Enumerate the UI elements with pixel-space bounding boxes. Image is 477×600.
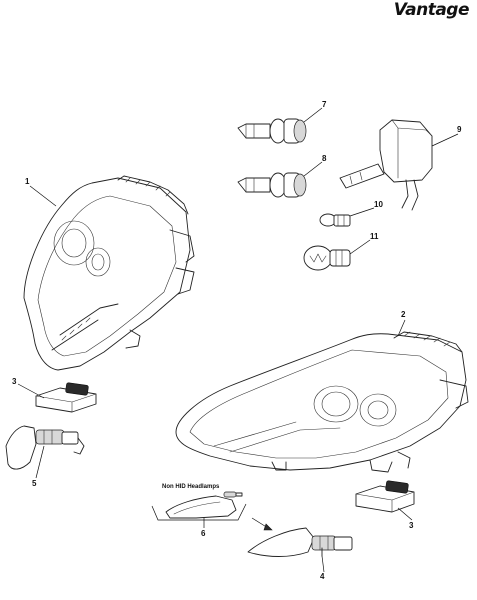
wedge-bulb-10 — [319, 213, 351, 227]
hid-bulb-9 — [339, 119, 433, 211]
callout-2: 2 — [401, 310, 406, 319]
headlamp-assembly-left — [23, 175, 195, 371]
vantage-logo: Vantage — [393, 0, 470, 20]
callout-1: 1 — [25, 177, 30, 186]
halogen-bulb-8 — [237, 172, 307, 198]
bulb-11 — [303, 245, 351, 271]
callout-9: 9 — [457, 125, 462, 134]
callout-4: 4 — [320, 572, 325, 581]
callout-5: 5 — [32, 479, 37, 488]
small-bulb-icon — [223, 491, 243, 498]
callout-7: 7 — [322, 100, 327, 109]
bulb-holder-left — [5, 425, 85, 470]
callout-3-right: 3 — [409, 521, 414, 530]
leader-lines — [17, 107, 459, 573]
callout-3-left: 3 — [12, 377, 17, 386]
ballast-module-left — [35, 382, 97, 413]
bulb-holder-right — [247, 517, 353, 557]
ballast-module-right — [355, 480, 415, 513]
callout-6: 6 — [201, 529, 206, 538]
halogen-bulb-7 — [237, 118, 307, 144]
reflector-cover — [151, 491, 247, 521]
callout-8: 8 — [322, 154, 327, 163]
headlamp-assembly-right — [175, 331, 469, 473]
callout-11: 11 — [370, 232, 379, 241]
callout-10: 10 — [374, 200, 383, 209]
non-hid-headlamps-label: Non HID Headlamps — [162, 484, 220, 490]
